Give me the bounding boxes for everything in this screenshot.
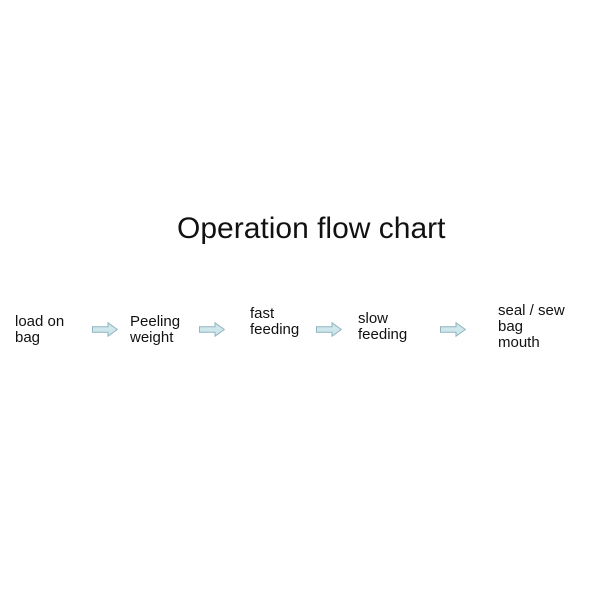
flow-step-load-on-bag: load on bag [15,313,65,346]
flow-step-seal-sew-bag-mouth: seal / sew bag mouth [498,302,565,351]
right-arrow-icon [316,322,342,337]
flow-step-peeling-weight: Peeling weight [130,313,181,346]
right-arrow-icon [440,322,466,337]
right-arrow-icon [92,322,118,337]
right-arrow-icon [199,322,225,337]
flow-step-slow-feeding: slow feeding [358,310,408,343]
page-title: Operation flow chart [177,212,446,245]
flow-step-fast-feeding: fast feeding [250,305,300,338]
